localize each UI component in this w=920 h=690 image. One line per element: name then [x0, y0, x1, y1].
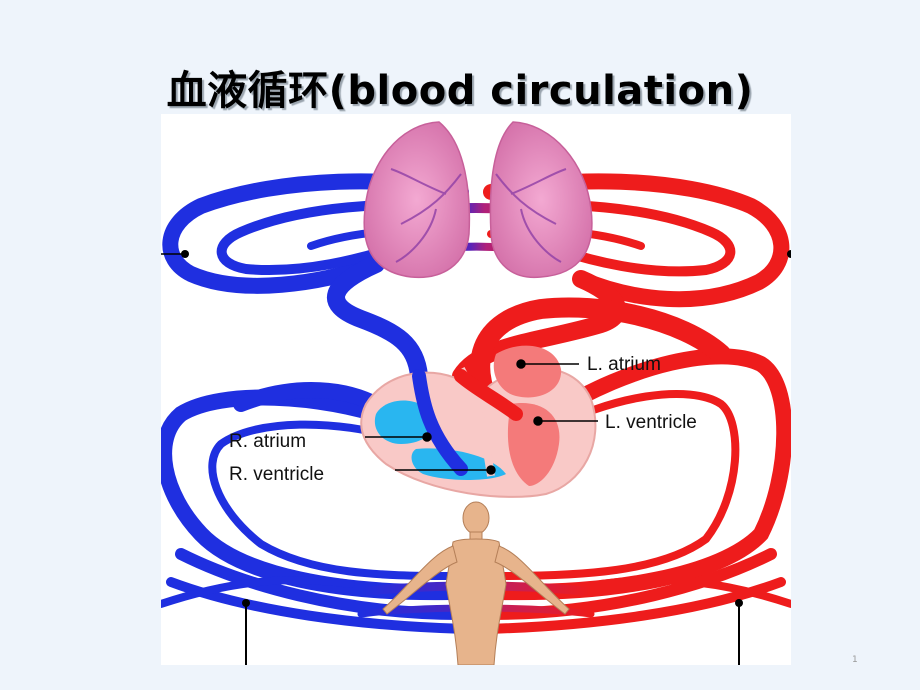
label-pointers — [365, 359, 598, 475]
slide-title: 血液循环(blood circulation) — [166, 68, 754, 114]
label-right-atrium: R. atrium — [229, 431, 306, 452]
dot-left-ventricle — [533, 416, 543, 426]
right-atrium-chamber — [374, 400, 434, 444]
label-left-ventricle: L. ventricle — [605, 412, 697, 433]
lungs — [363, 121, 593, 279]
left-ventricle-chamber — [507, 403, 560, 486]
dot-left-atrium — [516, 359, 526, 369]
circulation-svg: L. atrium L. ventricle R. atrium R. vent… — [161, 121, 791, 665]
circulation-diagram: L. atrium L. ventricle R. atrium R. vent… — [161, 114, 791, 665]
body-right-arm — [494, 545, 570, 615]
dot-right-ventricle — [486, 465, 496, 475]
label-right-ventricle: R. ventricle — [229, 464, 324, 485]
page-number: 1 — [852, 655, 858, 665]
left-lung — [363, 121, 471, 279]
label-left-atrium: L. atrium — [587, 354, 661, 375]
body-left-arm — [382, 545, 458, 615]
body-head — [462, 501, 490, 535]
heart — [360, 345, 597, 498]
dot-right-atrium — [422, 432, 432, 442]
right-lung — [489, 121, 593, 279]
body-torso — [445, 538, 507, 665]
left-atrium-chamber — [493, 345, 562, 398]
human-body — [382, 501, 570, 665]
